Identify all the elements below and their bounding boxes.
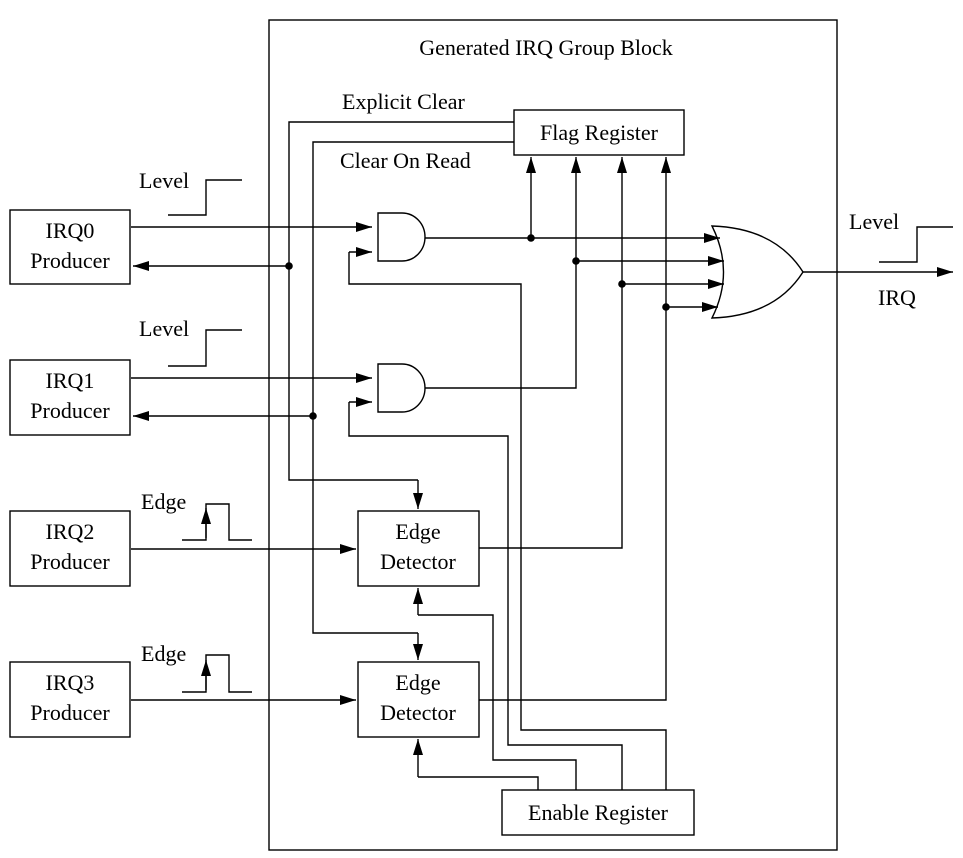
clear-on-read-label: Clear On Read bbox=[340, 148, 471, 173]
enable-register-label: Enable Register bbox=[528, 800, 669, 825]
producer-irq1: IRQ1 Producer bbox=[9, 359, 131, 436]
output-level-waveform bbox=[879, 226, 953, 263]
producer-irq2: IRQ2 Producer bbox=[9, 510, 131, 587]
junction-dot bbox=[618, 280, 626, 288]
edge-detector-irq2-line1: Edge bbox=[395, 519, 440, 544]
junction-dot bbox=[527, 234, 535, 242]
or-gate-output bbox=[710, 225, 804, 319]
producer-irq1-name: IRQ1 bbox=[46, 368, 95, 393]
signal-wire bbox=[288, 121, 514, 481]
explicit-clear-label: Explicit Clear bbox=[342, 89, 465, 114]
producer-irq0: IRQ0 Producer bbox=[9, 209, 131, 285]
producer-irq2-name: IRQ2 bbox=[46, 519, 95, 544]
irq3-edge-waveform bbox=[182, 654, 252, 693]
and-gate-irq1 bbox=[377, 363, 426, 413]
edge-detector-irq3: Edge Detector bbox=[357, 661, 480, 738]
enable-register-box bbox=[501, 789, 695, 836]
irq2-edge-waveform bbox=[182, 503, 252, 541]
and-gate-irq0 bbox=[377, 212, 426, 262]
flag-register-label: Flag Register bbox=[540, 120, 659, 145]
junction-dot bbox=[662, 303, 670, 311]
signal-wire bbox=[312, 141, 514, 634]
irq0-level-waveform bbox=[168, 179, 242, 216]
producer-irq2-label: Producer bbox=[30, 549, 110, 574]
signal-wire bbox=[479, 284, 623, 549]
irq1-signal-type: Level bbox=[139, 316, 189, 341]
signal-wire bbox=[418, 776, 539, 790]
producer-irq3-label: Producer bbox=[30, 700, 110, 725]
edge-detector-irq3-line1: Edge bbox=[395, 670, 440, 695]
irq2-signal-type: Edge bbox=[141, 489, 186, 514]
edge-detector-irq2: Edge Detector bbox=[357, 510, 480, 587]
producer-irq0-name: IRQ0 bbox=[46, 218, 95, 243]
junction-dot bbox=[572, 257, 580, 265]
edge-detector-irq3-line2: Detector bbox=[380, 700, 456, 725]
junction-dot bbox=[285, 262, 293, 270]
signal-wire bbox=[425, 261, 577, 389]
junction-dot bbox=[309, 412, 317, 420]
output-signal-type: Level bbox=[849, 209, 899, 234]
irq1-level-waveform bbox=[168, 329, 242, 367]
irq0-signal-type: Level bbox=[139, 168, 189, 193]
producer-irq3: IRQ3 Producer bbox=[9, 661, 131, 738]
irq3-signal-type: Edge bbox=[141, 641, 186, 666]
flag-register-box bbox=[513, 109, 685, 156]
signal-wire bbox=[418, 614, 577, 790]
output-irq-label: IRQ bbox=[878, 285, 916, 310]
signal-wire bbox=[348, 252, 667, 790]
signal-wire bbox=[348, 402, 623, 790]
edge-detector-irq2-line2: Detector bbox=[380, 549, 456, 574]
producer-irq3-name: IRQ3 bbox=[46, 670, 95, 695]
signal-wire bbox=[479, 307, 667, 701]
group-block-title: Generated IRQ Group Block bbox=[419, 35, 673, 60]
producer-irq0-label: Producer bbox=[30, 248, 110, 273]
producer-irq1-label: Producer bbox=[30, 398, 110, 423]
